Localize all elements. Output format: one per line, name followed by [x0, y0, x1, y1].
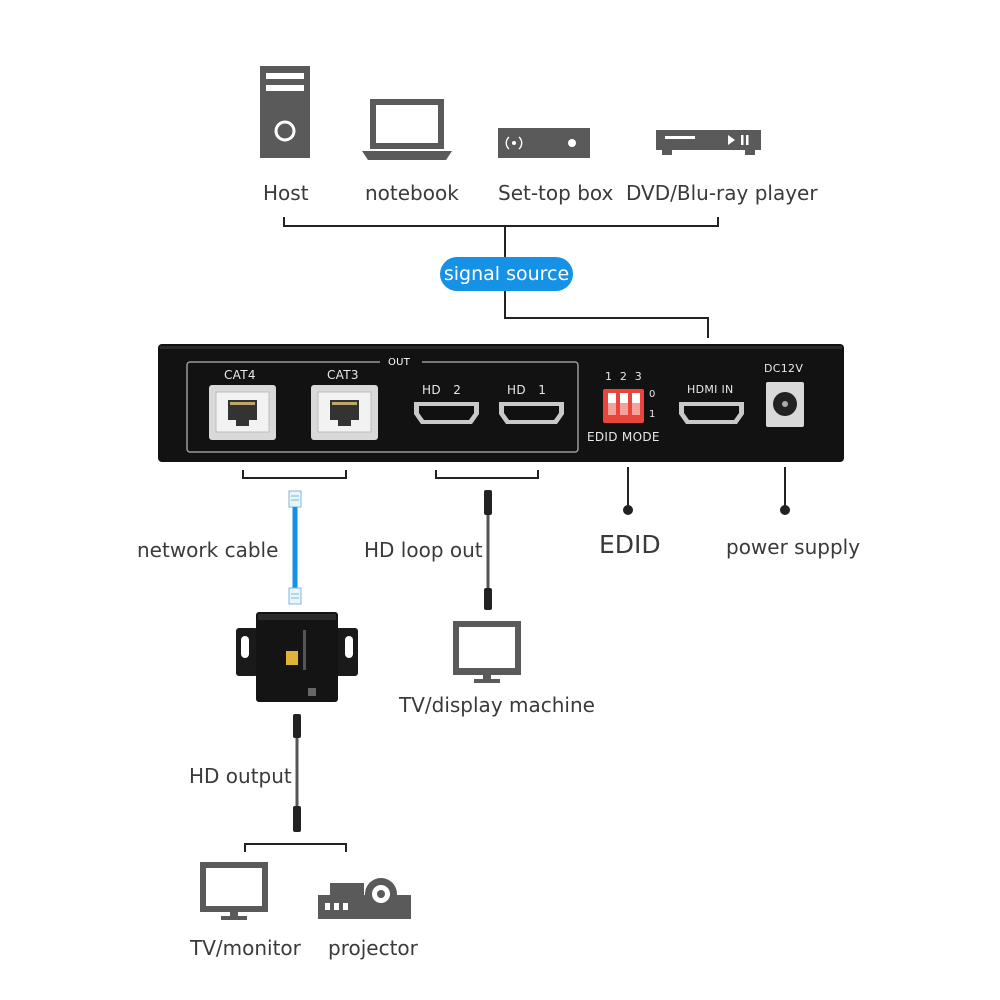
host-icon: [260, 66, 310, 158]
dc-jack: [766, 382, 804, 427]
hdmi-loop-cable: [484, 490, 492, 610]
power-supply-label: power supply: [726, 535, 861, 559]
settop-box-icon: [498, 128, 590, 158]
settop-box-label: Set-top box: [498, 181, 614, 205]
signal-line: [504, 291, 709, 338]
network-cable-label: network cable: [137, 538, 279, 562]
notebook-icon: [362, 99, 452, 160]
dip-one-label: 1: [649, 409, 656, 420]
dvd-player-label: DVD/Blu-ray player: [626, 181, 818, 205]
projector-icon: [318, 878, 411, 919]
dip-switch: [603, 389, 644, 423]
out-label: OUT: [388, 357, 411, 368]
hd-loop-out-label: HD loop out: [364, 538, 483, 562]
edid-label: EDID: [599, 530, 661, 559]
dip-numbers: 1 2 3: [605, 370, 643, 383]
source-bracket: [283, 217, 719, 227]
dc-label: DC12V: [764, 362, 804, 375]
cat4-port: [209, 385, 276, 440]
receiver-device: [236, 612, 358, 702]
cat4-label: CAT4: [224, 368, 256, 382]
dip-zero-label: 0: [649, 389, 656, 400]
hd1-label: HD 1: [507, 383, 547, 397]
tv-display-icon: [453, 621, 521, 683]
tv-display-label: TV/display machine: [399, 693, 595, 717]
notebook-label: notebook: [365, 181, 459, 205]
hd1-port: [499, 402, 564, 424]
tv-monitor-icon: [200, 862, 268, 920]
edid-mode-label: EDID MODE: [587, 430, 660, 444]
extender-device: [158, 344, 844, 462]
hdmi-in-label: HDMI IN: [687, 383, 734, 396]
hd-output-label: HD output: [189, 764, 292, 788]
hd2-port: [414, 402, 479, 424]
hdmi-in-port: [679, 402, 744, 424]
network-cable: [288, 490, 302, 605]
hd-output-cable: [293, 714, 301, 832]
projector-label: projector: [328, 936, 418, 960]
hd2-label: HD 2: [422, 383, 462, 397]
dvd-player-icon: [656, 130, 761, 155]
host-label: Host: [263, 181, 309, 205]
signal-source-badge: signal source: [440, 257, 573, 291]
tv-monitor-label: TV/monitor: [190, 936, 301, 960]
cat3-label: CAT3: [327, 368, 359, 382]
cat3-port: [311, 385, 378, 440]
